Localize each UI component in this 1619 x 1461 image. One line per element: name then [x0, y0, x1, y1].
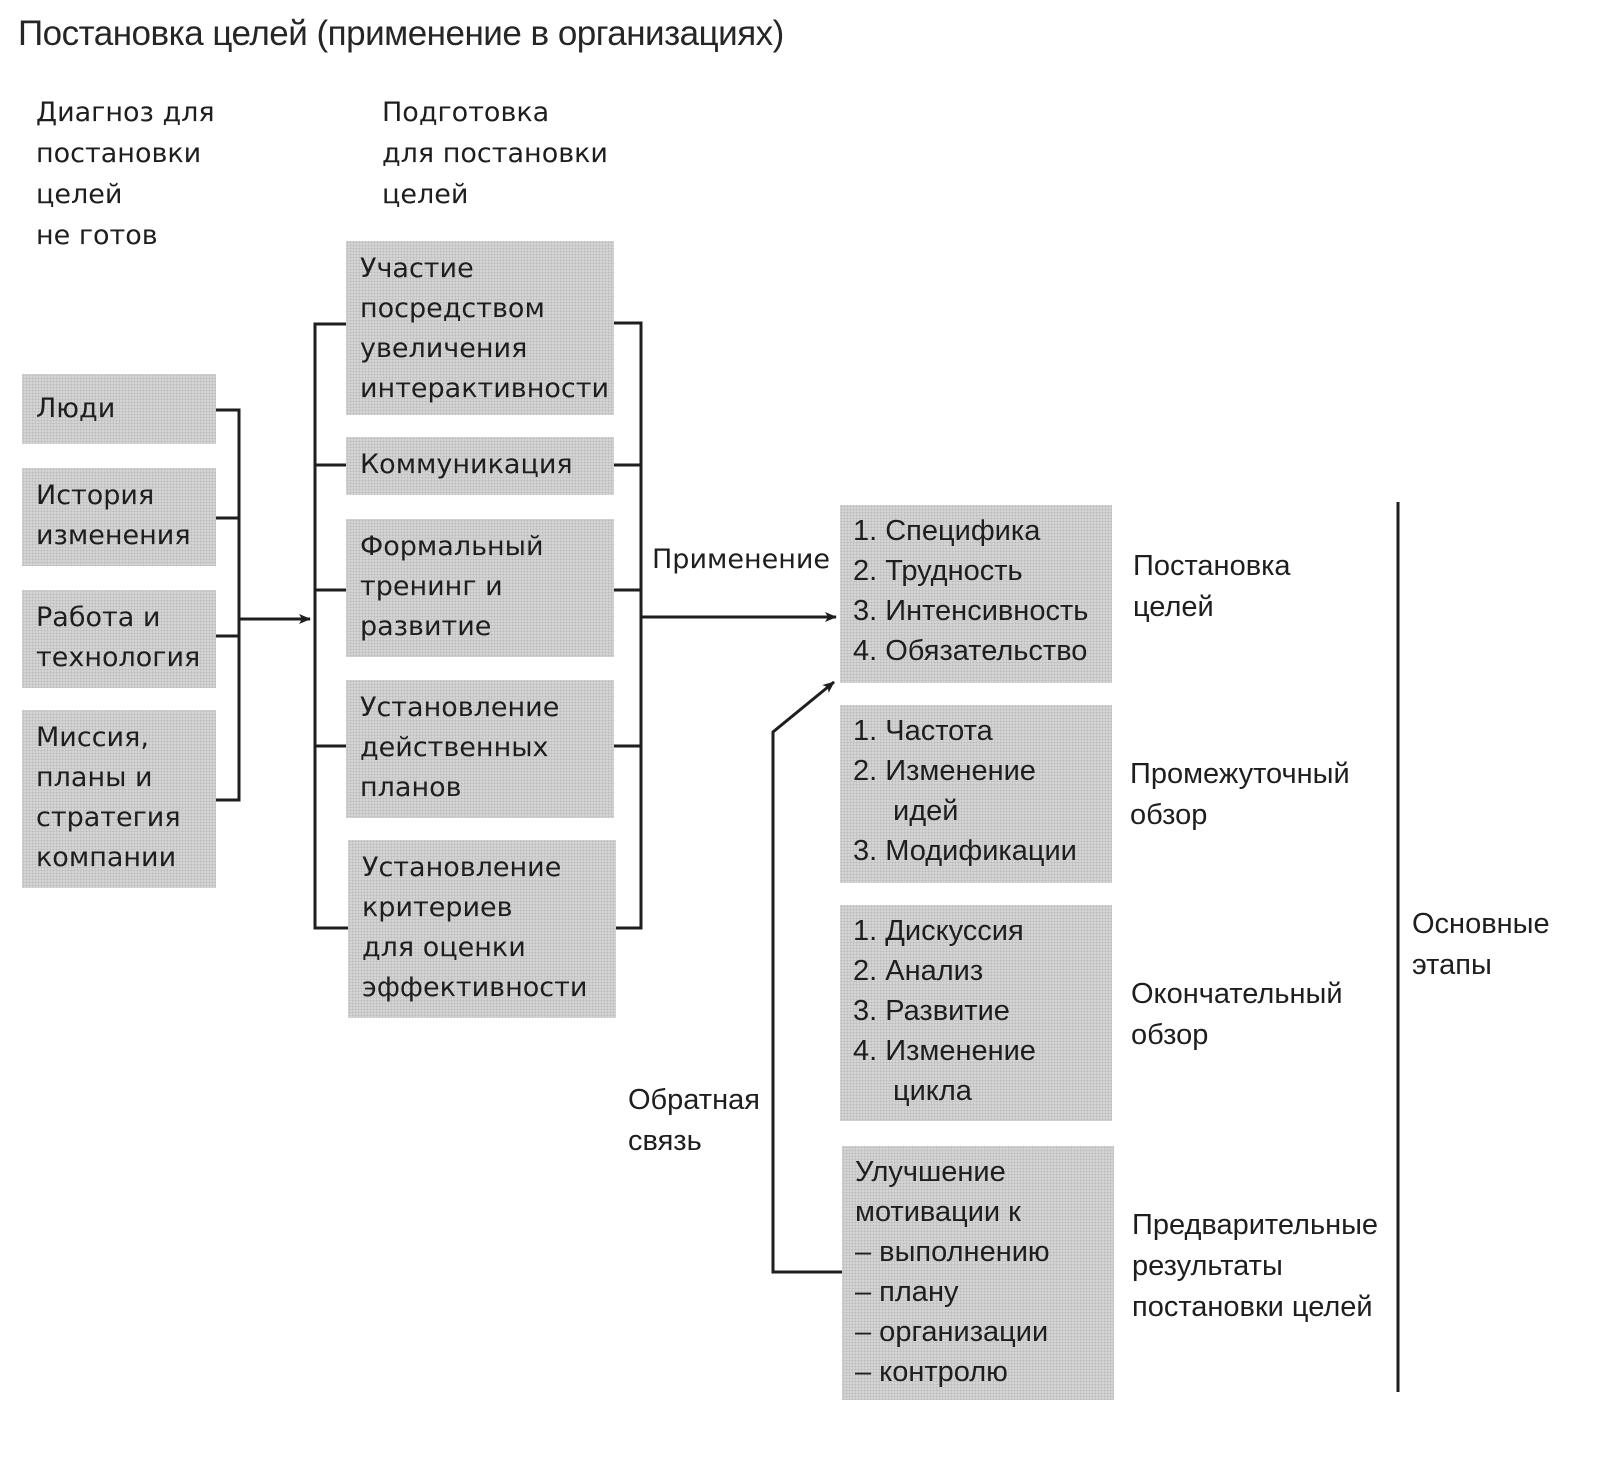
stage-box-final-review: 1. Дискуссия 2. Анализ 3. Развитие 4. Из… — [840, 905, 1112, 1121]
label-line: Основные — [1412, 908, 1550, 940]
label-line: Постановка — [1133, 550, 1291, 582]
left-box-people: Люди — [22, 374, 216, 444]
stage-label-goal-setting: Постановка целей — [1133, 546, 1291, 628]
label-line: Предварительные — [1132, 1209, 1379, 1241]
box-text: компании — [36, 842, 177, 873]
box-text: Установление — [362, 852, 562, 883]
box-text: планов — [360, 772, 462, 803]
main-stages-label: Основные этапы — [1412, 904, 1550, 986]
heading-line: постановки — [36, 138, 202, 169]
stage-item: – организации — [855, 1316, 1049, 1348]
box-text: Работа и — [36, 602, 161, 633]
application-label: Применение — [652, 544, 831, 575]
stage-label-final-review: Окончательный обзор — [1131, 974, 1343, 1056]
stage-item: Улучшение — [855, 1156, 1006, 1188]
box-text: Миссия, — [36, 722, 149, 753]
box-text: технология — [36, 642, 201, 673]
box-text: Коммуникация — [360, 449, 573, 480]
stage-item: 2. Изменение — [853, 755, 1036, 787]
label-line: постановки целей — [1132, 1291, 1373, 1323]
left-box-change-history: История изменения — [22, 468, 216, 566]
left-box-mission-plans: Миссия, планы и стратегия компании — [22, 710, 216, 888]
box-text: тренинг и — [360, 571, 503, 602]
middle-box-criteria: Установление критериев для оценки эффект… — [348, 840, 616, 1018]
box-text: интерактивности — [360, 373, 610, 404]
box-text: стратегия — [36, 802, 181, 833]
box-text: развитие — [360, 611, 492, 642]
stage-item: цикла — [893, 1075, 972, 1107]
box-text: действенных — [360, 732, 549, 763]
box-text: планы и — [36, 762, 153, 793]
box-text: Установление — [360, 692, 560, 723]
box-text: Люди — [36, 393, 116, 424]
stage-item: 2. Анализ — [853, 955, 984, 987]
middle-right-bracket — [614, 321, 643, 930]
label-line: обзор — [1131, 1019, 1209, 1051]
left-bracket — [216, 408, 241, 802]
diagram-title: Постановка целей (применение в организац… — [18, 14, 784, 53]
stage-item: 3. Модификации — [853, 835, 1077, 867]
heading-line: не готов — [36, 220, 158, 251]
box-text: для оценки — [362, 932, 526, 963]
feedback-label: Обратная связь — [628, 1080, 760, 1162]
heading-line: для постановки — [382, 138, 608, 169]
stage-item: 1. Специфика — [853, 515, 1041, 547]
label-line: Окончательный — [1131, 978, 1343, 1010]
heading-line: Диагноз для — [36, 97, 215, 128]
heading-line: Подготовка — [382, 97, 550, 128]
middle-box-training: Формальный тренинг и развитие — [346, 519, 614, 657]
box-text: История — [36, 480, 155, 511]
label-line: Промежуточный — [1130, 758, 1350, 790]
heading-diagnosis: Диагноз для постановки целей не готов — [36, 92, 215, 256]
middle-left-bracket — [313, 322, 348, 930]
box-text: критериев — [362, 892, 513, 923]
heading-preparation: Подготовка для постановки целей — [382, 92, 608, 215]
stage-item: 1. Дискуссия — [853, 915, 1024, 947]
stage-item: 1. Частота — [853, 715, 993, 747]
stage-item: 4. Обязательство — [853, 635, 1088, 667]
stage-item: идей — [893, 795, 959, 827]
label-line: Обратная — [628, 1084, 760, 1116]
box-text: увеличения — [360, 333, 528, 364]
box-text: эффективности — [362, 972, 588, 1003]
label-line: связь — [628, 1125, 702, 1157]
middle-box-communication: Коммуникация — [346, 437, 614, 495]
stage-box-goal-setting: 1. Специфика 2. Трудность 3. Интенсивнос… — [840, 505, 1112, 683]
label-line: этапы — [1412, 949, 1492, 981]
stage-item: – плану — [855, 1276, 959, 1308]
heading-line: целей — [36, 179, 123, 210]
stage-item: 3. Интенсивность — [853, 595, 1089, 627]
stage-item: – выполнению — [855, 1236, 1050, 1268]
stage-box-interim-review: 1. Частота 2. Изменение идей 3. Модифика… — [840, 705, 1112, 883]
stage-item: 2. Трудность — [853, 555, 1023, 587]
middle-box-action-plans: Установление действенных планов — [346, 680, 614, 818]
box-text: изменения — [36, 520, 191, 551]
label-line: результаты — [1132, 1250, 1283, 1282]
stage-label-preliminary-results: Предварительные результаты постановки це… — [1132, 1205, 1378, 1328]
stage-box-preliminary-results: Улучшение мотивации к – выполнению – пла… — [842, 1146, 1114, 1400]
label-line: целей — [1133, 591, 1214, 623]
heading-line: целей — [382, 179, 469, 210]
stage-item: 4. Изменение — [853, 1035, 1036, 1067]
stage-label-interim-review: Промежуточный обзор — [1130, 754, 1350, 836]
label-line: обзор — [1130, 799, 1208, 831]
box-text: Участие — [360, 253, 474, 284]
stage-item: – контролю — [855, 1356, 1008, 1388]
middle-box-participation: Участие посредством увеличения интеракти… — [346, 241, 614, 415]
box-text: посредством — [360, 293, 545, 324]
stage-item: мотивации к — [855, 1196, 1021, 1228]
left-box-work-technology: Работа и технология — [22, 590, 216, 688]
feedback-arrow — [771, 680, 842, 1274]
stage-item: 3. Развитие — [853, 995, 1010, 1027]
box-text: Формальный — [360, 531, 544, 562]
